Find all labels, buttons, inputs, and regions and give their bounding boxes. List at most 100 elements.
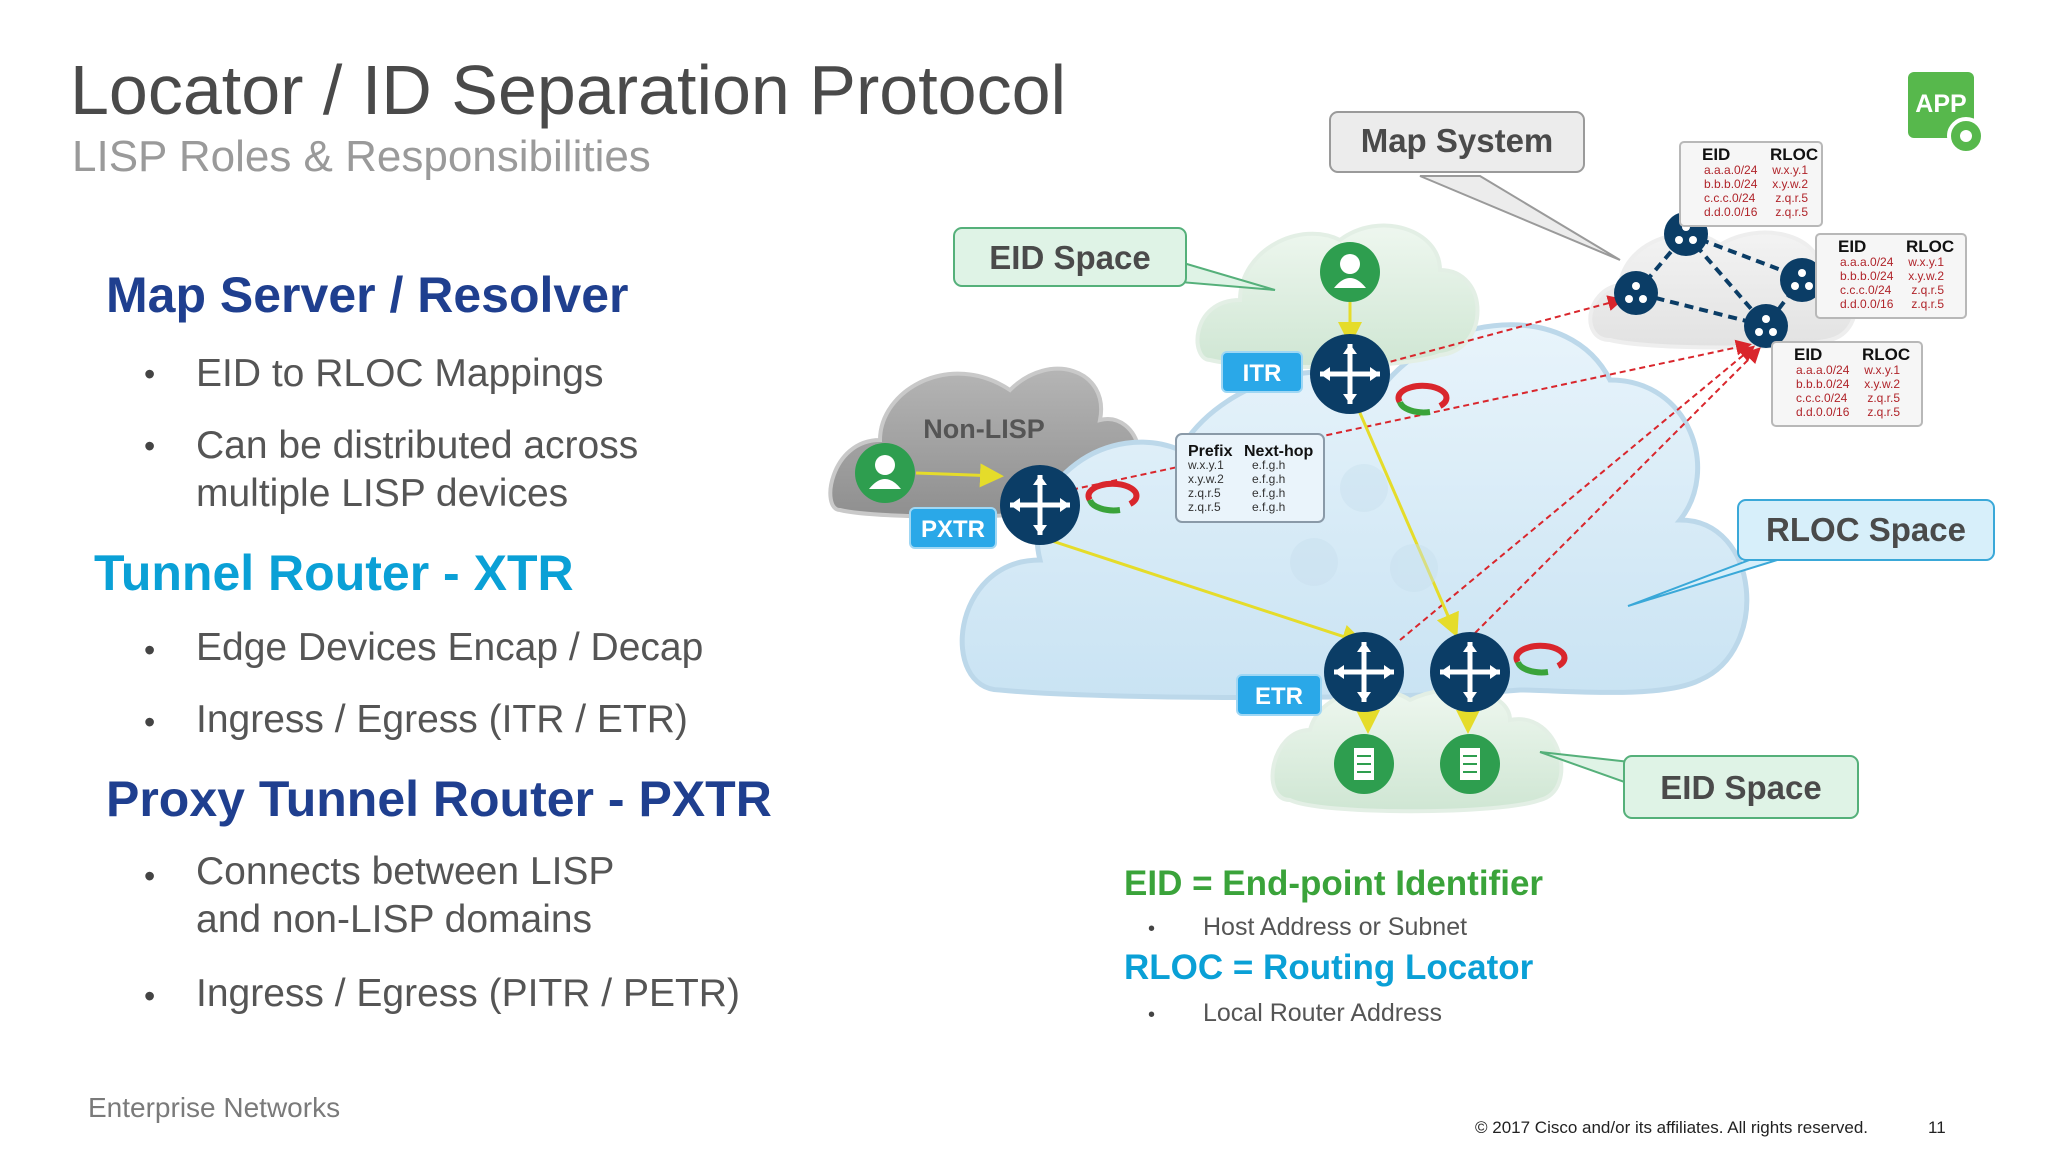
map-table-cell: a.a.a.0/24 xyxy=(1796,363,1850,377)
map-table-cell: b.b.b.0/24 xyxy=(1796,377,1850,391)
cache-refresh-icons xyxy=(1085,382,1568,676)
bullet-dot: • xyxy=(144,704,156,740)
bullet-text: Ingress / Egress (PITR / PETR) xyxy=(196,972,740,1015)
map-server-icon-marks xyxy=(1625,223,1813,336)
map-table-1-content: EID RLOC a.a.a.0/24 w.x.y.1 b.b.b.0/24 x.y.w.… xyxy=(1702,145,1818,219)
map-table-cell: a.a.a.0/24 xyxy=(1704,163,1758,177)
map-table-3-content: EID RLOC a.a.a.0/24 w.x.y.1 b.b.b.0/24 x.y.w.… xyxy=(1794,345,1910,419)
prefix-table-cell: w.x.y.1 xyxy=(1187,458,1224,472)
map-table-cell: d.d.0.0/16 xyxy=(1704,205,1758,219)
tag-itr-text: ITR xyxy=(1243,360,1282,387)
map-table-header: EID xyxy=(1838,237,1866,256)
app-badge-text: APP xyxy=(1915,90,1966,118)
router-icon-pxtr xyxy=(1000,465,1080,545)
tag-etr: ETR xyxy=(1236,674,1322,716)
host-user-icon-non-lisp xyxy=(855,443,915,503)
map-server-icons xyxy=(1614,212,1824,348)
callout-rloc-space xyxy=(1627,499,1995,607)
map-register-lines xyxy=(1032,295,1761,641)
background-router-icons xyxy=(1290,464,1438,592)
bullet-text: Connects between LISP xyxy=(196,850,615,893)
map-system-label: Map System xyxy=(1361,122,1554,159)
bullet-dot: • xyxy=(144,356,156,392)
map-table-cell: w.x.y.1 xyxy=(1771,163,1808,177)
map-table-2-content: EID RLOC a.a.a.0/24 w.x.y.1 b.b.b.0/24 x.y.w.… xyxy=(1838,237,1954,311)
heading-tunnel-router: Tunnel Router - XTR xyxy=(94,545,574,601)
prefix-table-cell: e.f.g.h xyxy=(1252,486,1285,500)
prefix-table-cell: e.f.g.h xyxy=(1252,472,1285,486)
map-table-cell: z.q.r.5 xyxy=(1867,391,1900,405)
map-table-cell: x.y.w.2 xyxy=(1772,177,1808,191)
map-table-cell: d.d.0.0/16 xyxy=(1840,297,1894,311)
map-table-cell: z.q.r.5 xyxy=(1911,297,1944,311)
map-table-header: EID xyxy=(1794,345,1822,364)
map-table-cell: c.c.c.0/24 xyxy=(1840,283,1892,297)
bullet-text: multiple LISP devices xyxy=(196,472,569,515)
server-icon-2 xyxy=(1440,734,1500,794)
page-number: 11 xyxy=(1928,1118,1946,1137)
prefix-table-cell: z.q.r.5 xyxy=(1188,486,1221,500)
map-table-cell: w.x.y.1 xyxy=(1863,363,1900,377)
bullet-dot: • xyxy=(144,428,156,464)
map-table-cell: a.a.a.0/24 xyxy=(1840,255,1894,269)
map-table-cell: z.q.r.5 xyxy=(1911,283,1944,297)
tag-itr: ITR xyxy=(1221,351,1303,393)
router-icon-etr-2 xyxy=(1430,632,1510,712)
footer-copyright: © 2017 Cisco and/or its affiliates. All … xyxy=(1475,1118,1869,1137)
bullet-text: Can be distributed across xyxy=(196,424,639,467)
slide-subtitle: LISP Roles & Responsibilities xyxy=(72,132,651,181)
map-table-header: RLOC xyxy=(1862,345,1910,364)
callout-map-system xyxy=(1329,111,1621,261)
rloc-space-label: RLOC Space xyxy=(1766,511,1966,548)
eid-space-bottom-label: EID Space xyxy=(1660,769,1821,806)
bullet-dot: • xyxy=(1148,918,1156,940)
prefix-table-cell: e.f.g.h xyxy=(1252,458,1285,472)
bullet-text: EID to RLOC Mappings xyxy=(196,352,604,395)
app-badge-icon: APP xyxy=(1908,72,1985,155)
non-lisp-label: Non-LISP xyxy=(923,414,1045,444)
router-icon-itr xyxy=(1310,334,1390,414)
map-table-2: EID RLOC a.a.a.0/24 w.x.y.1 b.b.b.0/24 x.y.w.… xyxy=(1815,233,1967,319)
host-user-icon-eid xyxy=(1320,242,1380,302)
eid-space-top-label: EID Space xyxy=(989,239,1150,276)
map-table-cell: d.d.0.0/16 xyxy=(1796,405,1850,419)
map-table-cell: w.x.y.1 xyxy=(1907,255,1944,269)
legend-eid-definition: EID = End-point Identifier xyxy=(1124,864,1544,903)
map-table-cell: c.c.c.0/24 xyxy=(1796,391,1848,405)
tag-pxtr-text: PXTR xyxy=(921,516,985,543)
map-table-header: EID xyxy=(1702,145,1730,164)
map-table-header: RLOC xyxy=(1906,237,1954,256)
legend-eid-subtext: Host Address or Subnet xyxy=(1203,913,1468,941)
map-table-cell: b.b.b.0/24 xyxy=(1840,269,1894,283)
bullet-text: Edge Devices Encap / Decap xyxy=(196,626,704,669)
prefix-table-cell: e.f.g.h xyxy=(1252,500,1285,514)
map-table-header: RLOC xyxy=(1770,145,1818,164)
map-table-3: EID RLOC a.a.a.0/24 w.x.y.1 b.b.b.0/24 x.y.w.… xyxy=(1771,341,1923,427)
map-table-cell: z.q.r.5 xyxy=(1775,191,1808,205)
bullet-dot: • xyxy=(1148,1004,1156,1026)
heading-proxy-tunnel-router: Proxy Tunnel Router - PXTR xyxy=(106,771,772,827)
bullet-dot: • xyxy=(144,978,156,1014)
server-icon-1 xyxy=(1334,734,1394,794)
heading-map-server: Map Server / Resolver xyxy=(106,267,629,323)
bullet-text: Ingress / Egress (ITR / ETR) xyxy=(196,698,688,741)
map-table-cell: z.q.r.5 xyxy=(1867,405,1900,419)
callout-eid-space-bottom xyxy=(1539,751,1859,819)
map-table-cell: x.y.w.2 xyxy=(1908,269,1944,283)
map-table-cell: b.b.b.0/24 xyxy=(1704,177,1758,191)
bullet-dot: • xyxy=(144,858,156,894)
prefix-table-header: Next-hop xyxy=(1244,443,1314,460)
prefix-table-header: Prefix xyxy=(1188,443,1233,460)
router-icon-etr-1 xyxy=(1324,632,1404,712)
data-path-lines xyxy=(915,302,1480,734)
bullet-text: and non-LISP domains xyxy=(196,898,593,941)
tag-etr-text: ETR xyxy=(1255,683,1303,710)
map-table-cell: x.y.w.2 xyxy=(1864,377,1900,391)
map-table-cell: z.q.r.5 xyxy=(1775,205,1808,219)
map-table-cell: c.c.c.0/24 xyxy=(1704,191,1756,205)
callout-eid-space-top xyxy=(953,227,1276,291)
bullet-dot: • xyxy=(144,632,156,668)
